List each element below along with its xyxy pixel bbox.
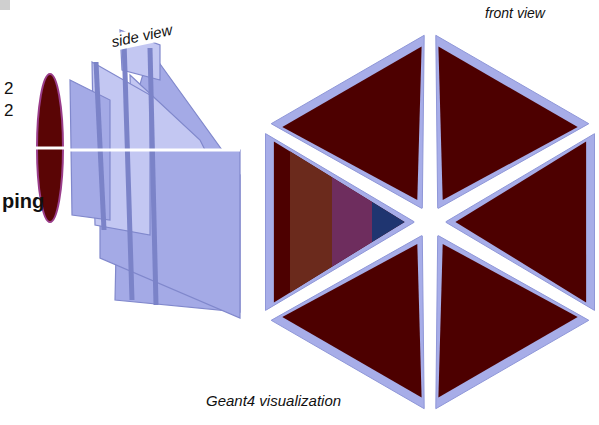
slide-text: ping xyxy=(2,190,44,212)
support-strut xyxy=(96,62,104,230)
figure-credit: Geant4 visualization xyxy=(203,393,344,410)
mid-gap xyxy=(60,149,240,152)
beam-hole xyxy=(414,204,445,240)
disk-gap xyxy=(36,147,64,150)
sector-absorber xyxy=(438,244,577,397)
front-view-geometry xyxy=(266,0,595,425)
layer-stripes xyxy=(290,0,410,425)
support-strut xyxy=(124,40,132,300)
support-strut xyxy=(150,48,156,305)
layer-stripe xyxy=(290,0,332,425)
view-label: front view xyxy=(485,6,545,21)
side-view-geometry xyxy=(36,30,240,318)
slide-text: 2 xyxy=(4,80,13,99)
layer-stripe xyxy=(372,0,410,425)
corner-mark xyxy=(0,0,10,10)
slide-text: 2 xyxy=(4,102,13,121)
layer-stripe xyxy=(332,0,372,425)
